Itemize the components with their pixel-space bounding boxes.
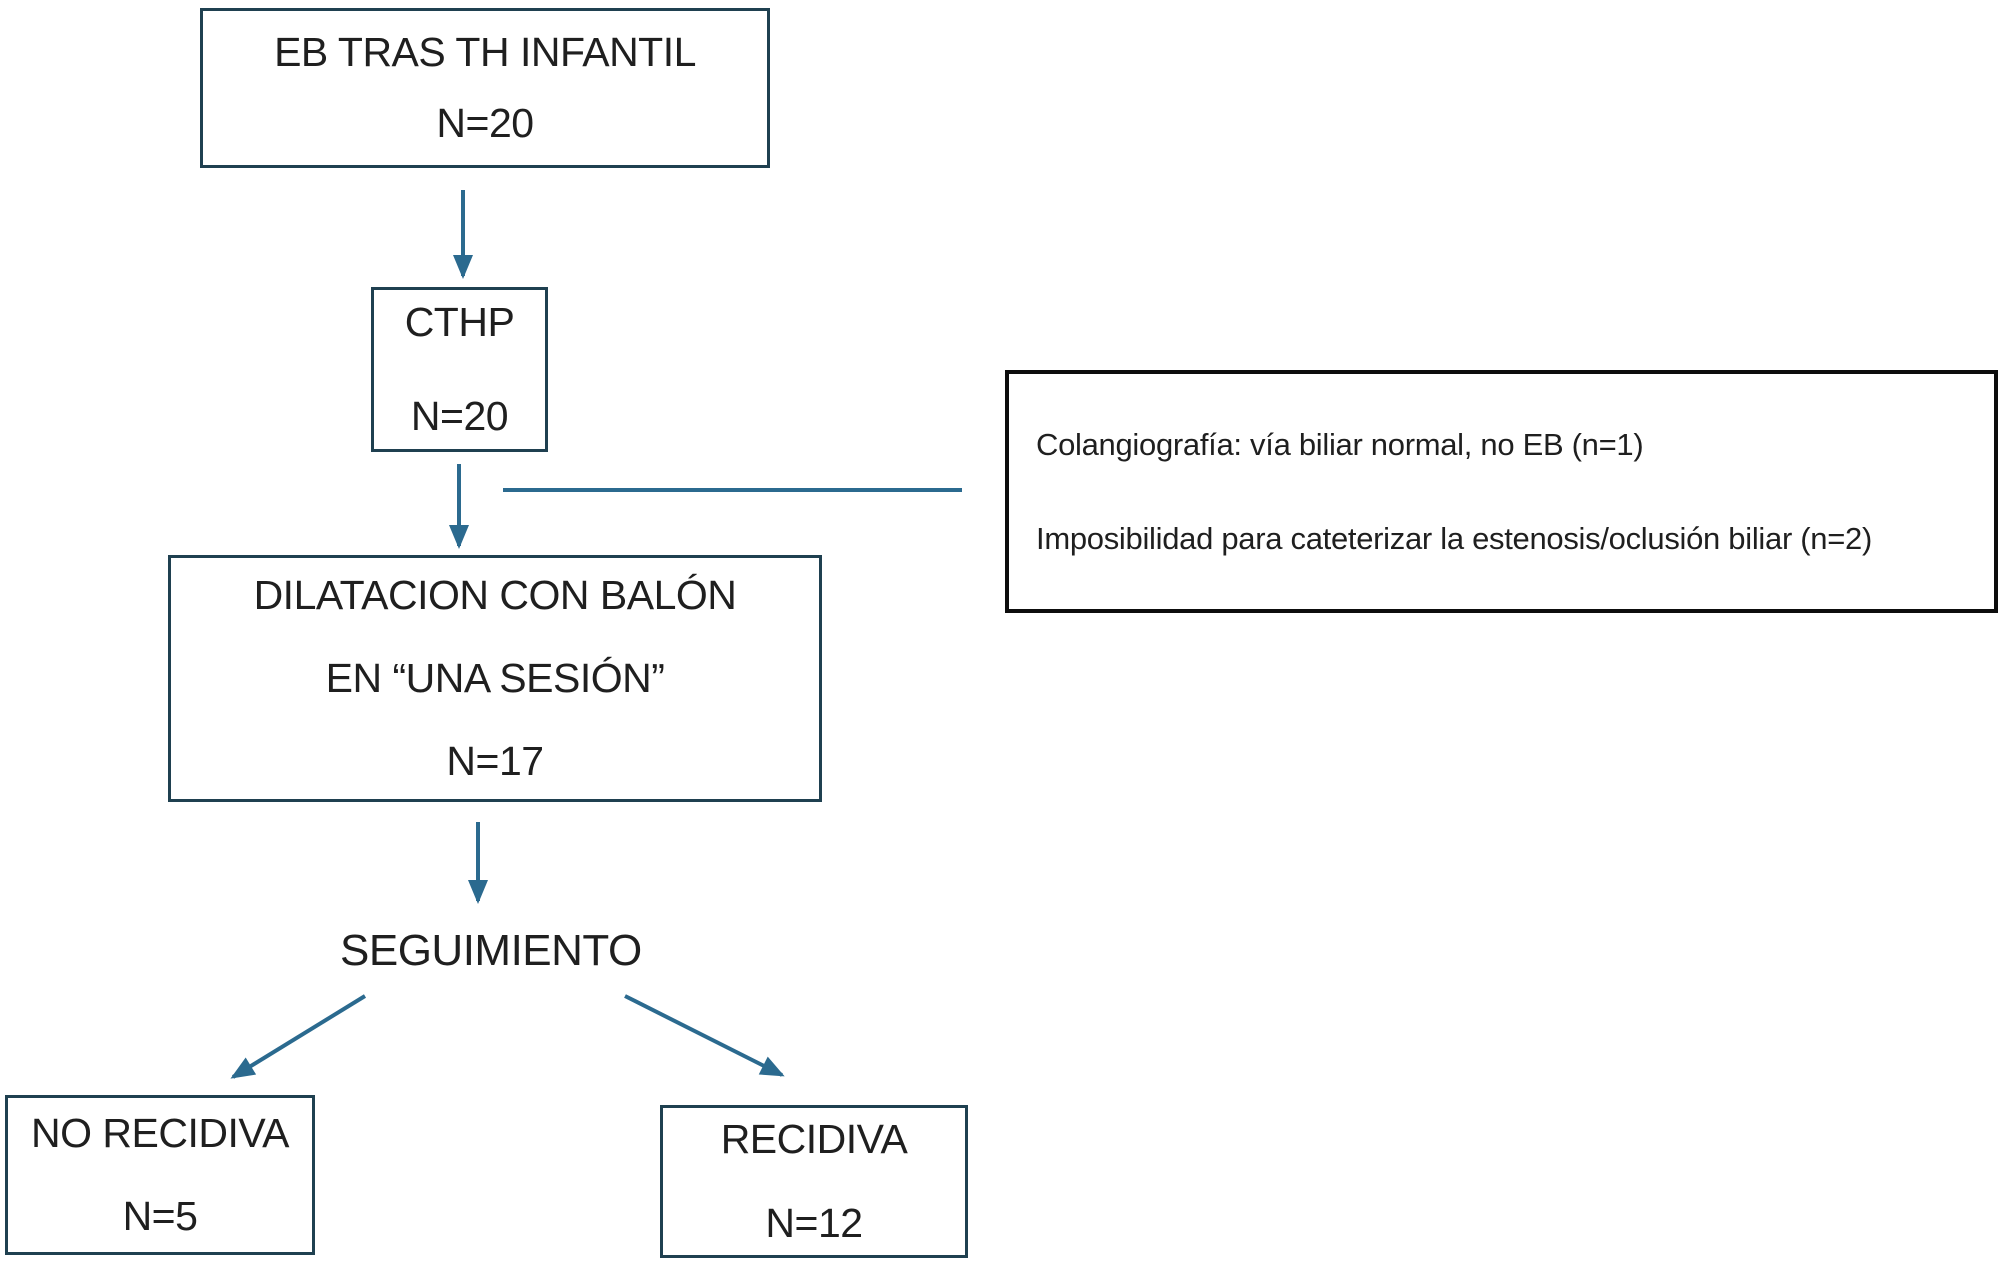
node-label: EB TRAS TH INFANTIL bbox=[274, 28, 696, 75]
node-label-line1: DILATACION CON BALÓN bbox=[253, 571, 737, 618]
annotation-line: Colangiografía: vía biliar normal, no EB… bbox=[1036, 426, 1644, 462]
node-recidiva: RECIDIVA N=12 bbox=[660, 1105, 968, 1258]
node-no-recidiva: NO RECIDIVA N=5 bbox=[5, 1095, 315, 1255]
annotation-line: Imposibilidad para cateterizar la esteno… bbox=[1036, 520, 1873, 556]
node-label-line2: EN “UNA SESIÓN” bbox=[325, 654, 665, 701]
node-cthp: CTHP N=20 bbox=[371, 287, 548, 452]
annotation-box-exclusions: Colangiografía: vía biliar normal, no EB… bbox=[1005, 370, 1998, 613]
node-count: N=12 bbox=[765, 1199, 863, 1246]
node-label: NO RECIDIVA bbox=[31, 1109, 290, 1156]
node-label: CTHP bbox=[404, 299, 515, 346]
node-label: SEGUIMIENTO bbox=[340, 926, 642, 975]
arrow-seguimiento-to-no-recidiva bbox=[230, 994, 367, 1079]
node-count: N=20 bbox=[410, 392, 509, 439]
node-eb-tras-th-infantil: EB TRAS TH INFANTIL N=20 bbox=[200, 8, 770, 168]
node-count: N=5 bbox=[122, 1193, 198, 1239]
node-seguimiento: SEGUIMIENTO bbox=[340, 926, 642, 976]
node-count: N=17 bbox=[446, 738, 544, 785]
node-count: N=20 bbox=[436, 100, 534, 146]
node-label: RECIDIVA bbox=[720, 1116, 908, 1163]
node-dilatacion-con-balon: DILATACION CON BALÓN EN “UNA SESIÓN” N=1… bbox=[168, 555, 822, 802]
arrow-seguimiento-to-recidiva bbox=[624, 994, 785, 1077]
